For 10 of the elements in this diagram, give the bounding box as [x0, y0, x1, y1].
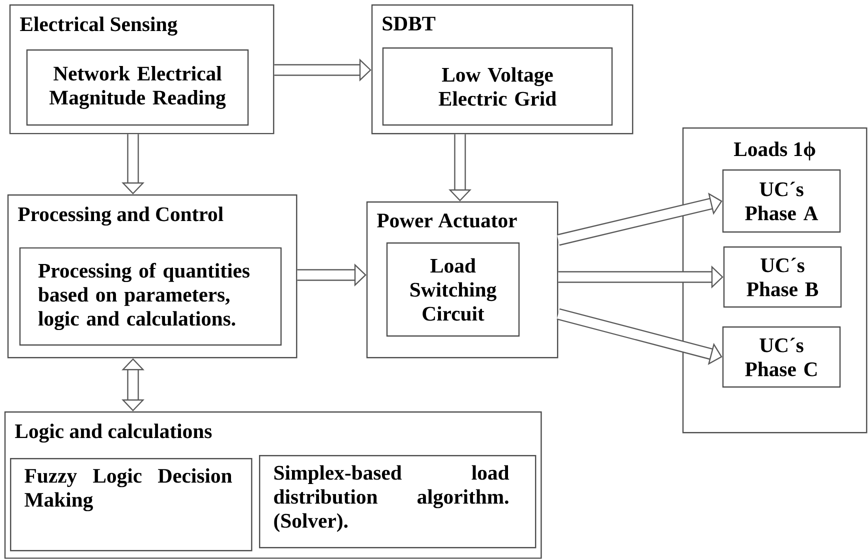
- process-box: Fuzzy Logic Decision Making: [10, 458, 252, 552]
- process-box: Processing of quantities based on parameters, logic and calculations.: [19, 247, 282, 346]
- process-box: UC´s Phase B: [723, 246, 842, 308]
- process-box: UC´s Phase A: [722, 169, 841, 233]
- process-box: UC´s Phase C: [722, 326, 841, 388]
- block-arrow: [556, 192, 722, 246]
- process-box: Network Electrical Magnitude Reading: [26, 49, 249, 126]
- process-box: Simplex-based load distribution algorithm. (Solver).: [259, 454, 536, 548]
- process-box: Low Voltage Electric Grid: [382, 47, 613, 126]
- process-box: Load Switching Circuit: [386, 242, 520, 337]
